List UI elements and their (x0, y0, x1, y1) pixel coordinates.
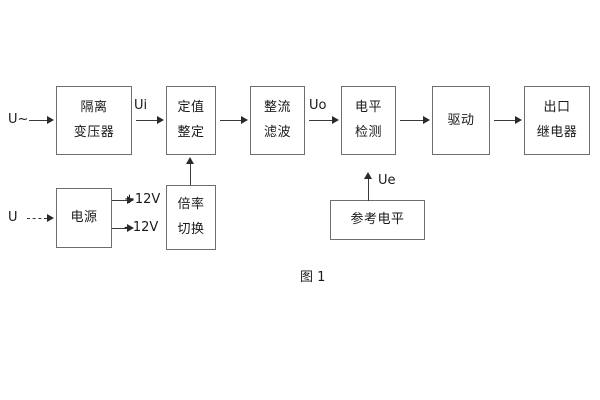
arrow-multiplier-switch-to-setting-value (186, 157, 195, 185)
block-setting-value: 定值 整定 (166, 86, 216, 155)
arrow-input-dc-to-power-supply (27, 214, 54, 223)
arrow-drive-to-output-relay (494, 116, 522, 125)
label-signal-ue: Ue (378, 173, 396, 188)
block-setting-value-line2: 整定 (177, 125, 205, 140)
block-rectify-filter-line1: 整流 (263, 100, 291, 116)
block-power-supply-line1: 电源 (70, 210, 98, 226)
block-output-relay-line1: 出口 (543, 100, 571, 116)
arrow-isolation-transformer-to-setting-value (136, 116, 164, 125)
arrow-input-ac-to-isolation-transformer (29, 116, 54, 125)
arrow-rectify-filter-to-level-detection (309, 116, 339, 125)
block-level-detection-line2: 检测 (354, 125, 382, 140)
block-multiplier-switch-line2: 切换 (177, 222, 205, 237)
label-input-dc: U (8, 210, 18, 225)
block-setting-value-line1: 定值 (177, 100, 205, 116)
block-isolation-transformer-line2: 变压器 (73, 125, 115, 140)
label-signal-uo: Uo (309, 98, 327, 113)
arrow-setting-value-to-rectify-filter (220, 116, 248, 125)
label-input-ac: U~ (8, 112, 29, 127)
block-drive-line1: 驱动 (447, 112, 475, 128)
block-level-detection-line1: 电平 (354, 100, 382, 116)
block-drive: 驱动 (432, 86, 490, 155)
arrow-power-supply-to-negative-12v (112, 224, 136, 233)
block-isolation-transformer-line1: 隔离 (80, 100, 108, 116)
block-rectify-filter-line2: 滤波 (263, 125, 291, 140)
arrow-reference-level-to-level-detection (364, 172, 373, 201)
block-power-supply: 电源 (56, 188, 112, 248)
block-rectify-filter: 整流 滤波 (250, 86, 305, 155)
block-level-detection: 电平 检测 (341, 86, 396, 155)
block-multiplier-switch-line1: 倍率 (177, 197, 205, 213)
block-multiplier-switch: 倍率 切换 (166, 185, 216, 250)
label-signal-ui: Ui (134, 98, 148, 113)
block-output-relay: 出口 继电器 (524, 86, 590, 155)
arrow-power-supply-to-positive-12v (112, 196, 136, 205)
block-reference-level-line1: 参考电平 (350, 212, 405, 228)
figure-caption: 图 1 (300, 270, 326, 285)
block-isolation-transformer: 隔离 变压器 (56, 86, 132, 155)
block-output-relay-line2: 继电器 (536, 125, 578, 140)
arrow-level-detection-to-drive (400, 116, 430, 125)
block-reference-level: 参考电平 (330, 200, 425, 240)
